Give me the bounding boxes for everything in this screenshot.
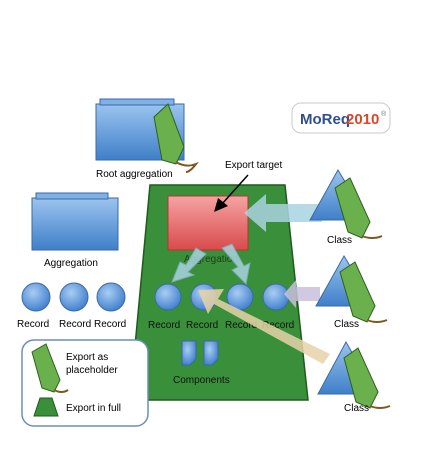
placeholder-tag-icon: [31, 343, 61, 393]
export-target-label: Export target: [225, 160, 282, 171]
root-aggregation-label: Root aggregation: [96, 169, 173, 180]
record-label: Record: [225, 320, 257, 331]
aggregation-export-target: [167, 195, 249, 251]
moreq-logo: MoReq 2010 ®: [291, 102, 391, 134]
components-label: Components: [173, 375, 230, 386]
logo-mark: ®: [381, 110, 387, 118]
record-ball-icon: [154, 283, 182, 311]
aggregation-to-record-arrows: [171, 243, 251, 286]
class-label: Class: [334, 319, 359, 330]
record-label: Record: [59, 319, 91, 330]
class-3: Class: [317, 340, 391, 414]
legend-placeholder-line1: Export as: [66, 352, 108, 363]
placeholder-tag-icon: [334, 177, 371, 239]
record-ball-icon: [262, 283, 290, 311]
components-icon: [181, 340, 219, 366]
class-label: Class: [344, 403, 369, 414]
record-label: Record: [262, 320, 294, 331]
records-left: Record Record Record: [17, 282, 126, 330]
aggregation-folder-icon: [31, 192, 119, 251]
placeholder-tag-icon: [343, 347, 379, 409]
legend: Export as placeholder Export in full: [21, 339, 149, 427]
aggregation-left-label: Aggregation: [44, 258, 98, 269]
logo-text-a: MoReq: [300, 111, 350, 128]
record-label: Record: [186, 320, 218, 331]
class-1: Class: [309, 169, 383, 246]
logo-text-b: 2010: [346, 111, 379, 128]
legend-placeholder-line2: placeholder: [66, 365, 118, 376]
class-label: Class: [327, 235, 352, 246]
record-label: Record: [17, 319, 49, 330]
class-arrows: [198, 194, 330, 364]
full-export-icon: [33, 397, 59, 417]
record-label: Record: [148, 320, 180, 331]
placeholder-tag-icon: [339, 261, 376, 323]
export-target-arrow: [214, 174, 249, 212]
legend-placeholder-label: Export as placeholder: [66, 352, 118, 376]
record-ball-icon: [59, 282, 89, 312]
placeholder-tag-icon: [153, 103, 199, 173]
legend-full-label: Export in full: [66, 403, 121, 414]
aggregation-center-label: Aggregation: [184, 254, 238, 265]
record-label: Record: [94, 319, 126, 330]
record-ball-icon: [96, 282, 126, 312]
class-2: Class: [315, 255, 388, 330]
record-ball-icon: [21, 282, 51, 312]
